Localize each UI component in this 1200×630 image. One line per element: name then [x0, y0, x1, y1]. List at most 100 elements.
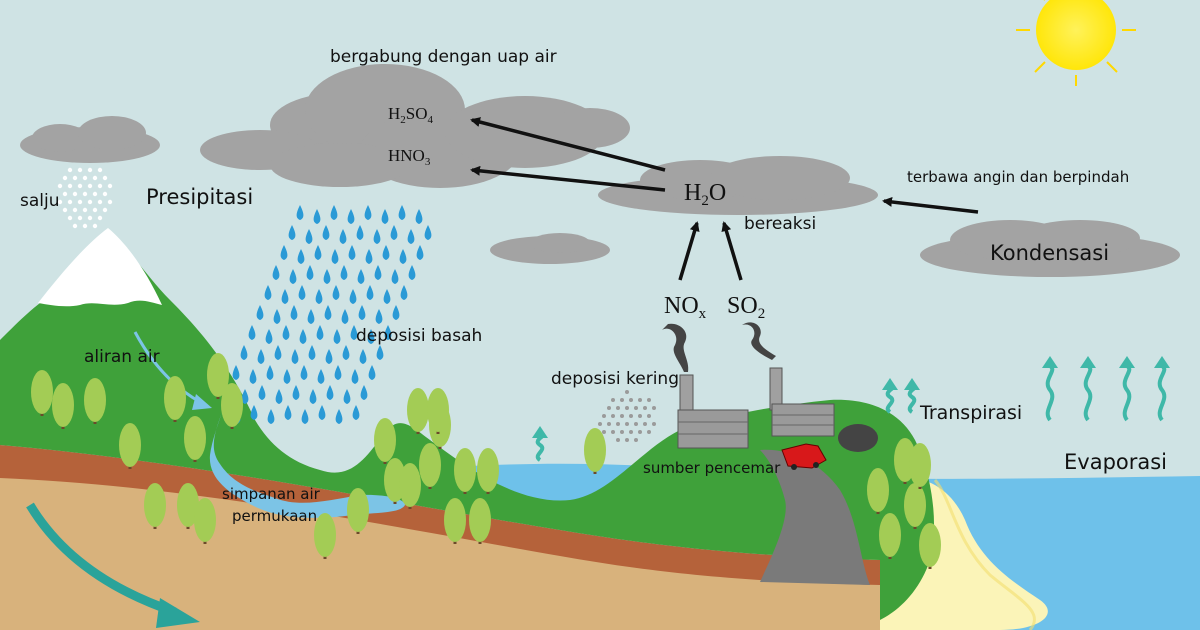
dry-particle — [652, 406, 656, 410]
snowflake — [57, 183, 63, 189]
raindrop — [359, 349, 367, 364]
snowflake — [77, 199, 83, 205]
vapor-arrow — [1083, 364, 1093, 422]
arrow-h2o-to-hno3 — [470, 165, 666, 192]
raindrop — [332, 285, 340, 300]
dry-particle — [625, 406, 629, 410]
dry-particle — [616, 406, 620, 410]
dry-particle — [620, 414, 624, 418]
dry-deposition-dots — [598, 390, 656, 442]
arrow-so2-up — [721, 221, 743, 281]
raindrop — [301, 409, 309, 424]
raindrop — [364, 205, 372, 220]
label-precipitation: Presipitasi — [146, 185, 253, 209]
raindrop — [281, 289, 289, 304]
raindrop — [399, 249, 407, 264]
snowflake — [62, 207, 68, 213]
raindrop — [398, 205, 406, 220]
arrow-h2o-to-h2so4 — [470, 117, 666, 172]
raindrop — [351, 369, 359, 384]
raindrop — [309, 389, 317, 404]
road — [760, 449, 870, 585]
tree-icon — [164, 376, 186, 422]
raindrop — [289, 269, 297, 284]
raindrop — [356, 225, 364, 240]
raindrop — [324, 305, 332, 320]
dry-particle — [602, 430, 606, 434]
raindrop — [357, 269, 365, 284]
raindrop — [391, 269, 399, 284]
formula-nox: NOx — [664, 293, 707, 322]
tree-icon — [919, 523, 941, 569]
factory-right — [769, 367, 835, 437]
raindrop — [265, 329, 273, 344]
snowflake — [67, 199, 73, 205]
tree-icon — [454, 448, 476, 494]
tree-icon — [144, 483, 166, 529]
raindrop — [249, 369, 257, 384]
water-flow-arrow — [133, 331, 201, 404]
soil-layer — [0, 455, 880, 630]
raindrop — [366, 285, 374, 300]
raindrop — [274, 345, 282, 360]
tree-icon — [52, 383, 74, 429]
dry-particle — [647, 414, 651, 418]
snowflake — [87, 183, 93, 189]
snowflake — [102, 207, 108, 213]
raindrop — [314, 245, 322, 260]
raindrop — [350, 325, 358, 340]
dry-particle — [638, 430, 642, 434]
raindrop — [360, 385, 368, 400]
snowflake — [67, 183, 73, 189]
tree-icon — [207, 353, 229, 399]
tree-icon — [477, 448, 499, 494]
label-dry-deposition: deposisi kering — [551, 369, 679, 389]
snowflake — [82, 207, 88, 213]
vapor-arrowhead — [1042, 356, 1058, 368]
vapor-arrowhead — [882, 378, 898, 390]
raindrop — [297, 249, 305, 264]
snow-dots — [57, 167, 113, 229]
raindrop — [381, 209, 389, 224]
raindrop — [348, 245, 356, 260]
raindrop — [334, 365, 342, 380]
dry-particle — [625, 390, 629, 394]
vapor-arrow — [1045, 364, 1055, 422]
raindrop — [296, 205, 304, 220]
snowflake — [72, 207, 78, 213]
raindrop — [340, 265, 348, 280]
tree-icon — [84, 378, 106, 424]
raindrop — [400, 285, 408, 300]
tree-icon — [867, 468, 889, 514]
raindrop — [258, 385, 266, 400]
label-reacts: bereaksi — [744, 214, 816, 234]
label-snow: salju — [20, 191, 60, 211]
snowflake — [102, 191, 108, 197]
snowflake — [82, 223, 88, 229]
snowflake — [97, 215, 103, 221]
snowflake — [82, 191, 88, 197]
snowflake — [107, 183, 113, 189]
raindrop — [376, 345, 384, 360]
tree-icon — [399, 463, 421, 509]
vapor-arrowhead — [1080, 356, 1096, 368]
tree-icon — [469, 498, 491, 544]
raindrop — [267, 409, 275, 424]
raindrop — [318, 405, 326, 420]
snowflake — [72, 191, 78, 197]
raindrop — [375, 309, 383, 324]
raindrop — [341, 309, 349, 324]
formula-so2: SO2 — [727, 293, 765, 322]
snowflake — [92, 207, 98, 213]
tree-icon — [584, 428, 606, 474]
snowflake — [77, 183, 83, 189]
snowflake — [97, 199, 103, 205]
dry-particle — [611, 430, 615, 434]
dry-particle — [643, 422, 647, 426]
raindrop — [347, 209, 355, 224]
raindrop — [408, 265, 416, 280]
raindrop — [326, 385, 334, 400]
dry-particle — [620, 398, 624, 402]
snowflake — [102, 175, 108, 181]
